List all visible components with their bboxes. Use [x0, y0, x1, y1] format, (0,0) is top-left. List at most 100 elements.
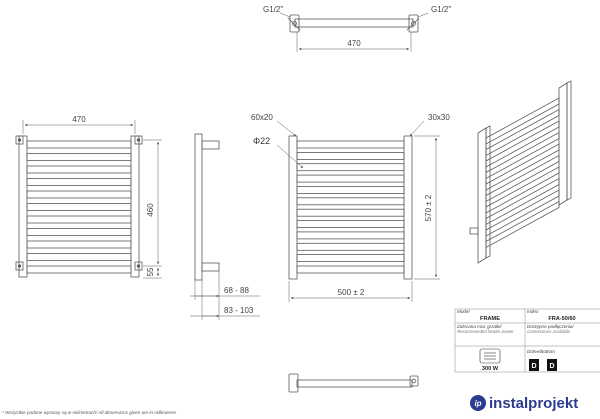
main-view-rung [296, 208, 405, 217]
top-view-left-connection: G1/2" [263, 5, 283, 14]
title-block-model-value: FRAME [480, 316, 500, 322]
heater-icon [479, 348, 501, 364]
title-block-bottom-label: Dolne/Bottom [527, 349, 555, 354]
title-block-heater-label: Zalecana moc grzałki/ [456, 324, 502, 329]
main-view [276, 120, 440, 302]
main-view-rung [296, 242, 405, 251]
title-block-connections-label: Dostępne podłączenia/ [527, 324, 574, 329]
main-view-rung [296, 220, 405, 228]
main-view-rung [296, 231, 405, 240]
title-block-index-value: FRA-50/60 [548, 316, 575, 322]
iso-rung [485, 154, 560, 203]
front-view-rung [26, 265, 132, 274]
logo-text: instalprojekt [489, 395, 578, 412]
front-view-rung [26, 253, 132, 261]
top-view-left-valve [292, 21, 297, 26]
main-view-width-label: 500 ± 2 [338, 288, 365, 297]
bottom-view-valve [411, 378, 417, 384]
connection-d-icon-2 [547, 359, 557, 371]
connection-d-icon-1 [529, 359, 539, 371]
main-view-rung [296, 197, 405, 206]
main-view-left-collector [288, 135, 298, 280]
front-view-bracket-tr [134, 135, 143, 145]
main-view-rung [296, 174, 405, 183]
front-view-rungs [26, 140, 132, 274]
iso-rung [485, 177, 560, 226]
iso-rung [485, 200, 560, 249]
iso-right-collector [558, 82, 568, 206]
front-view-bracket-tl [15, 135, 24, 145]
bottom-view-bar [296, 379, 413, 388]
main-view-rung [296, 254, 405, 263]
main-view-height-label: 570 ± 2 [424, 194, 433, 221]
bottom-view [288, 373, 419, 393]
side-view [190, 133, 260, 320]
front-view-rung [26, 140, 132, 149]
top-view-bar [294, 18, 414, 28]
front-view-rung [26, 190, 132, 199]
main-view-rung-size: 30x30 [428, 113, 450, 122]
iso-rungs [485, 97, 560, 249]
side-view-depth-min: 68 - 88 [224, 286, 249, 295]
front-view-rung [26, 178, 132, 186]
front-view-rung [26, 203, 132, 211]
iso-right-collector-side [566, 80, 572, 201]
side-view-depth-max: 83 - 103 [224, 306, 254, 315]
iso-rung [485, 120, 560, 168]
main-view-rung [296, 163, 405, 172]
front-view-bolts [17, 138, 141, 268]
front-view-right-collector [130, 135, 140, 278]
main-view-right-collector [403, 135, 413, 280]
front-view [15, 120, 162, 279]
side-view-profile [194, 133, 203, 281]
title-block [454, 308, 600, 373]
front-view-rung [26, 215, 132, 224]
front-view-bracket-bl [15, 261, 24, 271]
main-view-rungs [296, 140, 405, 274]
main-view-rung [296, 151, 405, 160]
iso-rung [485, 97, 560, 145]
side-view-top-bracket [201, 140, 220, 150]
front-view-height-label: 460 [146, 203, 155, 217]
logo-mark-icon [470, 395, 486, 411]
front-view-rung [26, 165, 132, 174]
footnote: * Wszystkie podane wymiary są w milimetr… [2, 410, 177, 415]
iso-rung [485, 143, 560, 191]
top-view-right-fitting [408, 14, 419, 33]
connection-d-label-1: D [531, 363, 536, 370]
logo-mark-text: ip [474, 399, 481, 408]
front-view-rung [26, 228, 132, 236]
iso-rung [485, 189, 560, 237]
title-block-heater-value: 300 W [482, 366, 499, 372]
front-view-rung [26, 153, 132, 161]
main-view-diameter: Φ22 [253, 136, 270, 146]
connection-d-label-2: D [549, 363, 554, 370]
iso-left-collector [477, 127, 487, 264]
front-view-width-label: 470 [72, 115, 86, 124]
front-view-left-collector [18, 135, 28, 278]
main-view-rung [296, 186, 405, 194]
top-view-left-fitting [289, 14, 300, 33]
top-view-right-connection: G1/2" [431, 5, 451, 14]
front-view-bottom-offset-label: 55 [146, 267, 155, 276]
bottom-view-left-fitting [288, 373, 299, 393]
main-view-collector-size: 60x20 [251, 113, 273, 122]
top-view-right-valve [411, 21, 416, 26]
front-view-rung [26, 240, 132, 249]
front-view-bracket-br [134, 261, 143, 271]
iso-left-collector-side [485, 125, 491, 259]
title-block-heater-label-en: Recommended heater power [457, 329, 514, 334]
top-view-width-label: 470 [347, 39, 361, 48]
main-view-rung [296, 265, 405, 274]
bottom-view-right-fitting [409, 375, 419, 387]
iso-rung [485, 166, 560, 214]
side-view-bottom-bracket [201, 262, 220, 272]
iso-rung [485, 131, 560, 180]
instalprojekt-logo: ip instalprojekt [470, 395, 578, 412]
iso-bracket-bottom [469, 227, 479, 235]
main-view-rung [296, 140, 405, 149]
top-view [287, 14, 420, 52]
title-block-connections-label-en: Connections available [527, 329, 571, 334]
iso-rung [485, 108, 560, 157]
